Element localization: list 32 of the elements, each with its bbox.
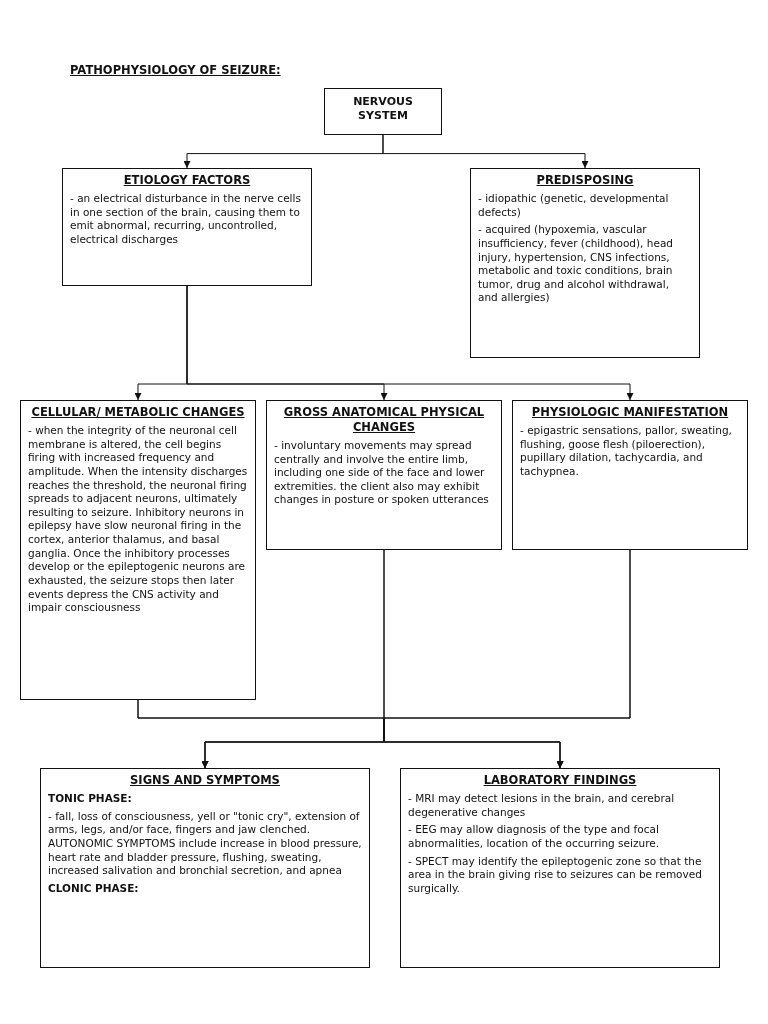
box-text: - idiopathic (genetic, developmental defects) [478, 191, 670, 220]
box-text: - an electrical disturbance in the nerve cells in one section of the brain, causing them to emit abnormal, recurring, uncontrolled, electrical discharges [70, 191, 302, 247]
text-box [512, 400, 748, 550]
box-text: - EEG may allow diagnosis of the type and focal abnormalities, location of the occurring seizure. [408, 823, 661, 851]
box-heading: CELLULAR/ METABOLIC CHANGES [30, 405, 246, 420]
connector-arrow [383, 549, 631, 769]
box-heading: PHYSIOLOGIC MANIFESTATION [530, 405, 730, 420]
box-heading: ETIOLOGY FACTORS [122, 173, 252, 188]
connector-arrow [186, 285, 634, 401]
box-heading: LABORATORY FINDINGS [482, 773, 638, 788]
box-text: - involuntary movements may spread centrally and involve the entire limb, including one side of the face and lower extremities. the client also may exhibit changes in posture or spoken utterances [274, 438, 490, 508]
text-box [400, 768, 720, 968]
box-heading: PREDISPOSING [535, 173, 635, 188]
box-text: NERVOUS SYSTEM [352, 95, 414, 124]
text-box [470, 168, 700, 358]
box-text: - acquired (hypoxemia, vascular insufficiency, fever (childhood), head injury, hypertension, CNS infections, metabolic and toxic conditions, brain tumor, drug and alcohol withdrawal, and allergies) [478, 223, 674, 306]
box-text: - epigastric sensations, pallor, sweating, flushing, goose flesh (piloerection), pupillary dilation, tachycardia, and tachypnea. [520, 423, 733, 479]
text-box [324, 88, 442, 135]
box-text: - SPECT may identify the epileptogenic zone so that the area in the brain giving rise to seizures can be removed surgically. [408, 854, 703, 896]
text-box [20, 400, 256, 700]
box-heading: SIGNS AND SYMPTOMS [129, 773, 281, 788]
phase-heading: CLONIC PHASE: [48, 881, 140, 896]
text-box [40, 768, 370, 968]
box-heading: GROSS ANATOMICAL PHYSICAL CHANGES [282, 405, 486, 435]
title: PATHOPHYSIOLOGY OF SEIZURE: [70, 63, 281, 77]
connector-arrow [382, 134, 589, 169]
text-box [266, 400, 502, 550]
box-text: - MRI may detect lesions in the brain, and cerebral degenerative changes [408, 791, 676, 820]
box-text: - fall, loss of consciousness, yell or "tonic cry", extension of arms, legs, and/or face, fingers and jaw clenched. AUTONOMIC SYMPTOMS include increase in blood pressure, heart rate and bladder pressure, flushing, sweating, increased salivation and bronchial secretion, and apnea [48, 809, 362, 878]
text-box [62, 168, 312, 286]
phase-heading: TONIC PHASE: [48, 791, 133, 806]
box-text: - when the integrity of the neuronal cell membrane is altered, the cell begins firing with increased frequency and amplitude. When the intensity discharges reaches the threshold, the neuronal firing spreads to adjacent neurons, ultimately resulting to seizure. Inhibitory neurons in epilepsy have slow neuronal firing in the cortex, anterior thalamus, and basal ganglia. Once the inhibitory processes develop or the epileptogenic neurons are exhausted, the seizure stops then later events depress the CNS activity and impair consciousness [28, 423, 248, 615]
